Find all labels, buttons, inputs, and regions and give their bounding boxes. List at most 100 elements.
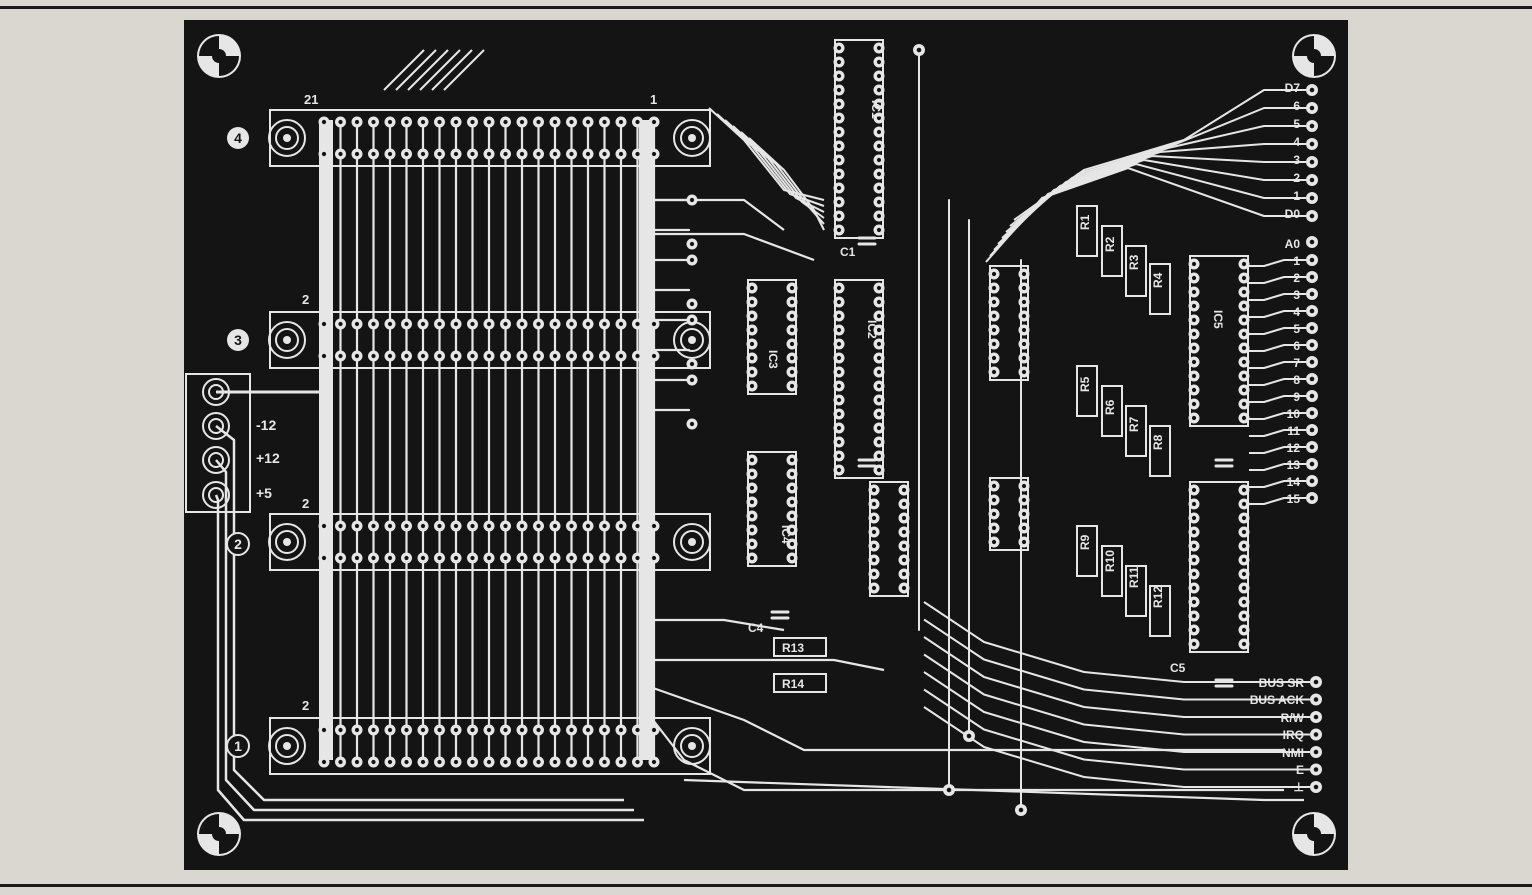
drill-hole (635, 321, 640, 327)
drill-hole (836, 383, 842, 389)
drill-hole (404, 151, 409, 157)
copper-track (923, 688, 1310, 771)
drill-hole (1021, 341, 1027, 347)
address-label: 5 (1293, 322, 1300, 336)
drill-hole (1309, 359, 1315, 365)
component-label-ic3: IC3 (766, 350, 780, 369)
drill-hole (338, 151, 343, 157)
drill-hole (1191, 557, 1197, 563)
drill-hole (371, 151, 376, 157)
drill-hole (1191, 275, 1197, 281)
address-label: 7 (1293, 356, 1300, 370)
drill-hole (354, 151, 360, 157)
resistor-label-r1: R1 (1078, 214, 1092, 230)
drill-hole (1241, 345, 1247, 351)
mounting-hole-mark (219, 834, 239, 854)
drill-hole (1241, 599, 1247, 605)
connector-screw (268, 119, 306, 157)
drill-hole (1018, 807, 1024, 813)
data-label: D0 (1285, 207, 1301, 221)
drill-hole (1191, 317, 1197, 323)
component-label-c5: C5 (1170, 661, 1186, 675)
copper-track (214, 494, 644, 822)
drill-hole (404, 119, 409, 125)
drill-hole (916, 47, 922, 53)
copper-track (653, 198, 785, 231)
address-bus-labels: 1 2 3 4 5 6 7 8 9 10 11 12 13 14 15 (1287, 254, 1301, 506)
drill-hole (1309, 87, 1315, 93)
drill-hole (1313, 697, 1319, 702)
drill-hole (1309, 461, 1315, 467)
drill-hole (651, 321, 657, 327)
drill-hole (321, 119, 327, 125)
drill-hole (991, 483, 997, 489)
drill-hole (354, 321, 360, 327)
svg-text:1: 1 (234, 738, 242, 754)
drill-hole (789, 485, 795, 491)
svg-text:3: 3 (234, 332, 242, 348)
drill-hole (1309, 393, 1315, 399)
drill-hole (876, 185, 882, 191)
drill-hole (1191, 599, 1197, 605)
drill-hole (789, 541, 795, 547)
drill-hole (453, 759, 459, 765)
drill-hole (991, 313, 997, 319)
resistor-labels: R1 R2 R3 R4 R5 R6 R7 R8 R9 R10 R11 R12 R… (782, 214, 1165, 691)
drill-hole (689, 421, 695, 427)
component-label-ic4: IC4 (779, 525, 793, 544)
address-label: 4 (1293, 305, 1300, 319)
drill-hole (876, 383, 882, 389)
copper-track (683, 778, 1304, 802)
connector-screw (283, 742, 291, 750)
drill-hole (519, 555, 525, 561)
resistor-body (1125, 245, 1147, 297)
drill-hole (1021, 355, 1027, 361)
drill-hole (552, 523, 558, 529)
drill-hole (354, 759, 360, 765)
drill-hole (585, 119, 591, 125)
drill-hole (618, 119, 624, 125)
slot-row-label: 2 (302, 496, 309, 511)
drill-hole (387, 353, 393, 359)
drill-hole (618, 523, 624, 529)
drill-hole (470, 119, 475, 125)
drill-hole (1313, 749, 1319, 755)
drill-hole (836, 227, 842, 233)
drill-hole (871, 501, 877, 507)
connector-screw (673, 523, 711, 561)
drill-hole (404, 321, 409, 327)
component-label-ic2: IC2 (865, 320, 879, 339)
drill-hole (1313, 714, 1319, 720)
drill-hole (1241, 289, 1247, 295)
mounting-hole-mark (199, 36, 219, 56)
drill-hole (749, 285, 755, 291)
drill-hole (749, 485, 755, 491)
drill-hole (871, 529, 877, 535)
drill-hole (420, 119, 426, 125)
resistor-label-r3: R3 (1127, 254, 1141, 270)
drill-hole (1191, 487, 1197, 493)
drill-hole (789, 341, 795, 347)
drill-hole (836, 143, 842, 149)
copper-track (1249, 361, 1306, 369)
copper-track (985, 167, 1306, 263)
drill-hole (371, 727, 376, 733)
resistor-body (1125, 565, 1147, 617)
connector-screw (688, 134, 696, 142)
copper-track (653, 658, 885, 672)
drill-hole (1241, 529, 1247, 535)
drill-hole (1241, 543, 1247, 549)
copper-track (923, 636, 1310, 718)
drill-hole (602, 555, 607, 561)
drill-hole (569, 353, 574, 359)
copper-track (1249, 344, 1306, 352)
drill-hole (404, 727, 409, 733)
drill-hole (503, 353, 508, 359)
drill-hole (789, 327, 795, 333)
copper-track (923, 601, 1310, 683)
drill-hole (387, 523, 393, 529)
resistor-body (1076, 205, 1098, 257)
drill-hole (338, 727, 343, 733)
drill-hole (618, 151, 624, 157)
drill-hole (789, 369, 795, 375)
